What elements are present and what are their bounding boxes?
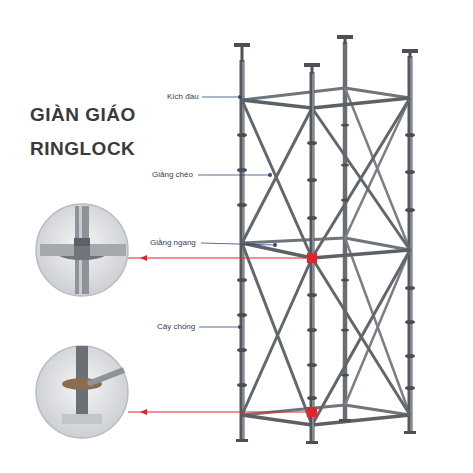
rosette-group (237, 123, 415, 400)
jack-plate (234, 43, 250, 47)
detail-inset (36, 346, 128, 438)
diagonal-brace (242, 100, 312, 258)
part-label: Giằng chéo (152, 170, 193, 180)
inset-base-plate (62, 414, 102, 424)
base-plate (339, 419, 351, 422)
rosette (405, 170, 415, 174)
diagonal-brace (312, 250, 410, 425)
rosette (341, 278, 349, 281)
rosette (307, 328, 317, 332)
rosette (341, 163, 349, 166)
rosette (341, 198, 349, 201)
callout-line (198, 175, 270, 176)
callout-lines (198, 97, 275, 327)
leader-line (128, 258, 306, 259)
arrow-head (140, 409, 147, 415)
highlight-marker (307, 253, 317, 263)
ledger (312, 415, 410, 425)
callout-line (199, 327, 240, 328)
jack-plate (337, 35, 353, 39)
rosette (237, 278, 247, 282)
jack-plate (304, 63, 320, 67)
rosette (237, 348, 247, 352)
rosette (405, 320, 415, 324)
diagonal-brace (242, 108, 312, 243)
jack-plate (402, 49, 418, 53)
rosette (307, 293, 317, 297)
inset-brace (88, 370, 124, 384)
part-label: Giằng ngang (150, 238, 196, 248)
callout-dot (268, 173, 272, 177)
callout-line (202, 97, 240, 98)
rosette (307, 141, 317, 145)
diagonal-brace (312, 98, 410, 258)
ledger (242, 243, 312, 258)
rosette (341, 373, 349, 376)
rosette (237, 168, 247, 172)
rosette (307, 396, 317, 400)
ledger (345, 88, 410, 98)
rosette (341, 328, 349, 331)
callout-dot (238, 325, 242, 329)
ledger (242, 415, 312, 425)
base-plate (306, 441, 318, 444)
rosette (237, 133, 247, 137)
arrow-head (140, 255, 147, 261)
callout-line (201, 243, 275, 245)
diagonal-brace (242, 258, 312, 415)
jack-screw (241, 46, 244, 62)
rosette (405, 354, 415, 358)
rosette (405, 133, 415, 137)
inset-ledger-end (40, 244, 74, 256)
leader-line (128, 412, 306, 413)
detail-inset (36, 204, 128, 296)
inset-wedge (74, 238, 90, 246)
standard-post (408, 56, 413, 432)
rosette (341, 123, 349, 126)
jack-screw (311, 66, 314, 74)
rosette (405, 286, 415, 290)
part-label: Cây chống (157, 322, 195, 332)
rosette (307, 216, 317, 220)
diagonal-brace (242, 243, 312, 425)
ledger (345, 405, 410, 415)
rosette (237, 203, 247, 207)
ledger (242, 88, 345, 100)
ledger (345, 238, 410, 250)
callout-dot (273, 243, 277, 247)
diagram-title: GIÀN GIÁO RINGLOCK (30, 98, 160, 166)
base-plate (236, 439, 248, 442)
highlight-marker (307, 407, 317, 417)
rosette (405, 208, 415, 212)
ledger (312, 98, 410, 108)
callout-dot (238, 95, 242, 99)
jack-group (234, 35, 418, 74)
ledger (242, 100, 312, 108)
post-highlight (410, 56, 411, 432)
rosette (237, 383, 247, 387)
rosette (237, 313, 247, 317)
base-plate (404, 431, 416, 434)
part-label: Kích đầu (167, 92, 199, 102)
inset-ledger-end (90, 244, 126, 256)
rosette (307, 363, 317, 367)
ledger (312, 250, 410, 258)
ledger (242, 238, 345, 243)
base-group (236, 419, 416, 444)
callout-dots (238, 95, 277, 329)
ledger (242, 405, 345, 415)
rosette (307, 178, 317, 182)
rosette (405, 386, 415, 390)
